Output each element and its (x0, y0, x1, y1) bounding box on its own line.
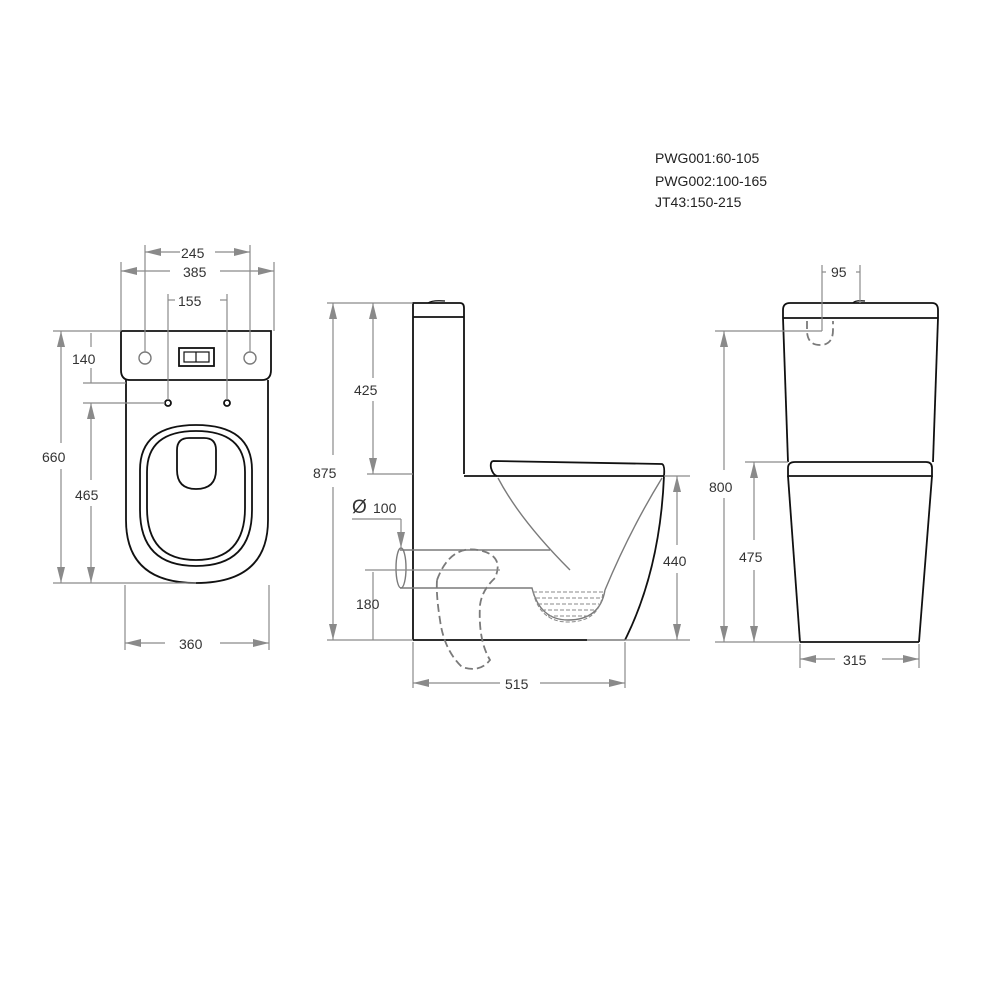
spec-note-pwg002: PWG002:100-165 (655, 173, 768, 189)
bowl-opening (176, 437, 217, 490)
seat-fixing-hole-left (164, 399, 172, 407)
top-view: 245 385 155 140 660 465 360 (42, 245, 275, 652)
front-seat-outline (787, 461, 933, 477)
dim-245: 245 (181, 245, 205, 261)
spec-note-jt43: JT43:150-215 (655, 194, 742, 210)
dim-465: 465 (75, 487, 99, 503)
front-tank-lid (782, 302, 939, 318)
seat-fixing-hole-right (223, 399, 231, 407)
outlet-ellipse (395, 547, 407, 589)
dim-475: 475 (739, 549, 763, 565)
dim-425: 425 (354, 382, 378, 398)
flush-button-outline (178, 347, 215, 367)
dim-515: 515 (505, 676, 529, 692)
dim-875: 875 (313, 465, 337, 481)
top-view-bowl-outline (125, 380, 269, 584)
dim-140: 140 (72, 351, 96, 367)
dim-100: 100 (373, 500, 397, 516)
dim-660: 660 (42, 449, 66, 465)
spec-note-pwg001: PWG001:60-105 (655, 150, 760, 166)
water-level (532, 591, 604, 623)
front-view: 95 800 475 315 (709, 264, 939, 668)
dim-385: 385 (183, 264, 207, 280)
tank-hole-left (138, 351, 152, 365)
dim-180: 180 (356, 596, 380, 612)
seat-outer-ring (139, 424, 253, 567)
dim-800: 800 (709, 479, 733, 495)
dim-360: 360 (179, 636, 203, 652)
front-bowl-left (787, 475, 801, 643)
tank-hole-right (243, 351, 257, 365)
outlet-pipe-hidden (435, 548, 499, 670)
dim-440: 440 (663, 553, 687, 569)
side-tank-outline (412, 302, 465, 474)
side-bowl-front (624, 475, 665, 641)
dim-315: 315 (843, 652, 867, 668)
side-seat-outline (489, 460, 666, 477)
top-view-tank-outline (120, 330, 272, 381)
inlet-hidden (806, 321, 834, 346)
dim-diameter-symbol: Ø (352, 497, 367, 518)
seat-inner-ring (146, 430, 246, 561)
dim-95: 95 (831, 264, 847, 280)
front-bowl-right (918, 475, 933, 643)
side-view: 875 425 Ø 100 180 440 515 (313, 300, 690, 692)
dim-155: 155 (178, 293, 202, 309)
